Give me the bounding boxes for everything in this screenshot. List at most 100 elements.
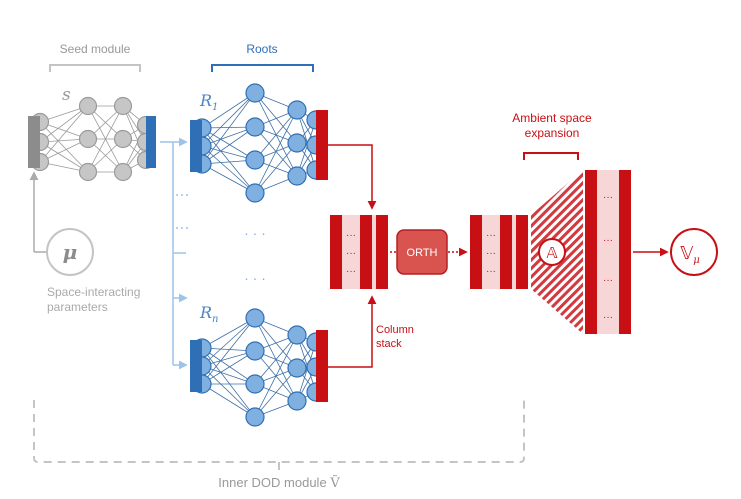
svg-text:···: ··· [603,275,613,286]
root-1-edge [201,92,256,147]
root-n-node [287,391,307,411]
params-label-line2: parameters [47,300,108,314]
seed-edge [39,141,89,173]
root-1-edge [201,163,256,194]
root-n-edge [254,334,298,385]
svg-text:···: ··· [346,248,356,259]
seed-module-bracket [49,64,141,72]
inner-dod-label: Inner DOD module Ṽ [218,475,340,491]
root-n-edge [201,317,256,367]
root-1-edge [201,127,256,161]
inner-dod-bracket [33,400,525,463]
root-1-node [287,166,307,186]
orth-label: ORTH [407,247,438,259]
root-n-output-layer [316,330,328,402]
root-1-edge [296,119,317,177]
params-label-line1: Space-interacting [47,285,140,299]
root-n-edge [254,334,298,418]
ambient-label-line2: expansion [525,126,580,140]
root-n-edge [296,341,317,402]
root-n-node [245,407,265,427]
svg-text:···: ··· [603,235,613,246]
root-1-edge [201,145,256,194]
seed-edge [122,105,147,161]
seed-input-layer [28,116,40,168]
root-n-node [287,358,307,378]
root-1-node [245,183,265,203]
seed-edge [39,105,89,163]
roots-to-stack-arrows [328,144,377,368]
svg-text:···: ··· [486,266,496,277]
root-1-node [245,117,265,137]
parameters-block: μ Space-interacting parameters [29,171,140,314]
seed-node [78,96,98,116]
roots-ellipsis-1: · · · [244,225,266,241]
root-1-edge [201,126,256,165]
root-n-node [287,325,307,345]
root-n-edge [254,367,298,418]
root-n-label: Rn [199,303,219,325]
svg-text:···: ··· [486,248,496,259]
ambient-expansion: Ambient space expansion 𝔸 ··· ··· ··· ··… [512,111,631,334]
seed-node [78,129,98,149]
root-1-output-layer [316,110,328,180]
output-block: 𝕍μ [633,228,718,276]
seed-edge [39,105,89,143]
roots-bracket [211,64,314,72]
svg-text:···: ··· [486,230,496,241]
seed-node [113,129,133,149]
seed-output-layer [146,116,156,168]
svg-text:···: ··· [346,266,356,277]
root-1-node [287,100,307,120]
seed-symbol: s [62,85,71,105]
root-n-edge [201,317,256,385]
orthonormal-stack: ··· ··· ··· [470,215,528,289]
svg-text:···: ··· [603,312,613,323]
orth-box [396,229,448,275]
root-1-edge [201,92,256,165]
seed-node [113,162,133,182]
roots-ellipsis-2: · · · [244,270,266,286]
seed-edge [87,105,124,173]
column-stack-label-line1: Column [376,324,414,336]
root-1-edge [254,109,298,161]
seed-network [30,96,156,182]
svg-text:···: ··· [603,192,613,203]
root-n-edge [201,383,256,418]
root-1-edge [254,109,298,194]
mu-symbol: μ [63,240,78,264]
root-1-input-layer [190,120,202,172]
seed-node [113,96,133,116]
roots-block: Roots R1 · · · · · · Rn [190,42,328,427]
root-n-edge [201,365,256,418]
svg-text:···: ··· [346,230,356,241]
root-n-node [245,308,265,328]
seed-edge [39,121,89,173]
root-1-node [287,133,307,153]
root-n-input-layer [190,340,202,392]
root-1-edge [254,142,298,194]
root-n-edge [201,350,256,385]
root-1-label: R1 [199,91,218,113]
root-1-node [245,83,265,103]
root-1-node [245,150,265,170]
inner-dod-module: Inner DOD module Ṽ [33,400,525,491]
root-1-edge [201,127,256,194]
column-stack-label-line2: stack [376,338,402,350]
root-n-node [245,341,265,361]
root-1-edge [201,92,256,129]
v-mu-circle [670,228,718,276]
a-symbol: 𝔸 [546,244,557,262]
ambient-bracket [523,152,579,160]
seed-to-roots-connectors [160,137,188,370]
root-n-network [192,308,326,427]
v-mu-symbol: 𝕍μ [680,243,700,266]
seed-module-label: Seed module [60,42,131,56]
orth-block: ORTH [390,229,468,275]
mu-circle [46,228,94,276]
root-1-edge [296,109,317,171]
column-stack: ··· ··· ··· Column stack [330,215,414,350]
root-n-edge [296,334,317,393]
root-n-edge [201,317,256,349]
